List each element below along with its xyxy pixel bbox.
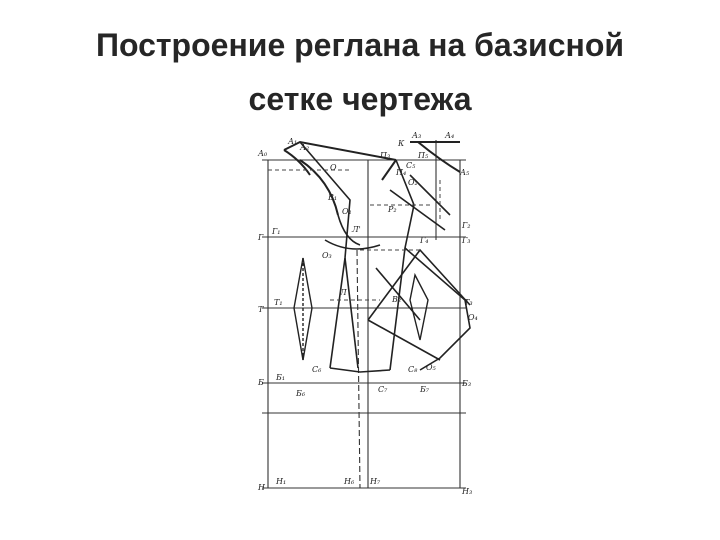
label-g3: Г₃ xyxy=(461,236,471,245)
label-a5: А₅ xyxy=(459,168,470,177)
label-r2: Р₂ xyxy=(387,205,397,214)
label-l: Л xyxy=(339,288,347,297)
label-a3: А₃ xyxy=(411,131,421,140)
label-h1: Н₁ xyxy=(275,477,286,486)
label-c5: С₅ xyxy=(406,161,416,170)
title-line-2: сетке чертежа xyxy=(248,81,472,117)
label-b: Б xyxy=(257,378,264,387)
label-k: К xyxy=(397,139,405,148)
construction-point-labels: П₃ П₄ П₅ О О₁ О₂ О₃ О₄ О₅ С₅ С₆ С₇ С₈ Л … xyxy=(312,139,478,394)
label-t3: Т₃ xyxy=(464,298,473,307)
label-v1: В₁ xyxy=(327,193,337,202)
label-c6: С₆ xyxy=(312,365,322,374)
label-h6: Н₆ xyxy=(343,477,355,486)
label-c8: С₈ xyxy=(408,365,418,374)
label-o3: О₃ xyxy=(322,251,332,260)
dart-shapes xyxy=(293,257,429,361)
label-t1: Т₁ xyxy=(274,298,283,307)
label-g2: Г₂ xyxy=(461,221,471,230)
grid-labels: А₀ А₁ А₂ А₃ А₄ А₅ Г Г₁ Г₃ Г₄ Г₂ Т Т₁ Т₃ … xyxy=(257,131,473,496)
slide-title: Построение реглана на базисной сетке чер… xyxy=(0,18,720,126)
label-a0: А₀ xyxy=(257,149,268,158)
label-b3: Б₃ xyxy=(461,379,471,388)
label-a2: А₂ xyxy=(299,143,309,152)
label-g: Г xyxy=(257,233,264,242)
label-g1: Г₁ xyxy=(271,227,281,236)
label-b6: Б₆ xyxy=(295,389,306,398)
title-line-1: Построение реглана на базисной xyxy=(95,27,625,63)
auxiliary-dashed-lines xyxy=(268,169,441,301)
label-o1: О₁ xyxy=(342,207,352,216)
label-p4: П₄ xyxy=(395,168,406,177)
label-g4: Г₄ xyxy=(419,236,429,245)
label-b1: Б₁ xyxy=(275,373,285,382)
label-h3: Н₃ xyxy=(461,487,472,496)
label-a4: А₄ xyxy=(444,131,454,140)
label-p5: П₅ xyxy=(417,151,429,160)
label-t: Т xyxy=(258,305,264,314)
base-grid xyxy=(262,140,466,489)
label-a1: А₁ xyxy=(287,137,297,146)
label-b2: В₂ xyxy=(391,295,401,304)
label-o2: О₂ xyxy=(408,178,418,187)
label-b7: Б₇ xyxy=(419,385,430,394)
label-o4: О₄ xyxy=(468,313,478,322)
label-h7: Н₇ xyxy=(369,477,381,486)
label-lp: Л' xyxy=(351,225,361,234)
label-c7: С₇ xyxy=(378,385,388,394)
label-o5: О₅ xyxy=(426,363,437,372)
label-p3: П₃ xyxy=(379,151,390,160)
label-h: Н xyxy=(257,483,266,492)
label-o: О xyxy=(330,163,337,172)
